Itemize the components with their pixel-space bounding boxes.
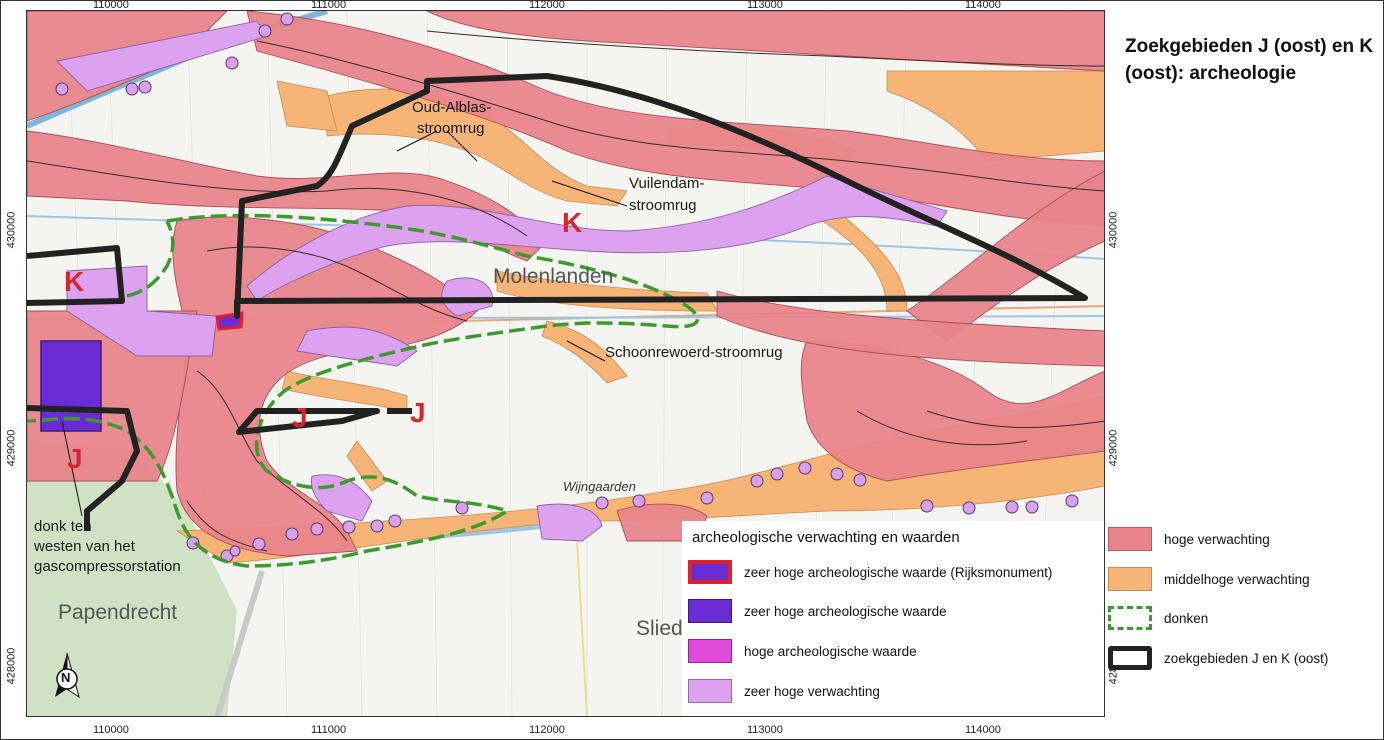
legend-swatch-hoge-verwachting [1108,527,1152,551]
x-tick-bottom: 110000 [93,724,129,736]
x-tick-bottom: 112000 [529,724,565,736]
y-tick-right: 429000 [1107,429,1120,467]
legend-label: hoge archeologische waarde [744,643,917,659]
legend-item: zeer hoge archeologische waarde [688,598,947,624]
label-donk: donk ten [34,518,92,535]
x-tick-bottom: 114000 [965,724,1001,736]
zone-letter-j: J [67,443,83,474]
legend-label: zeer hoge archeologische waarde (Rijksmo… [744,564,1053,580]
legend-left-title: archeologische verwachting en waarden [692,529,960,546]
map-canvas[interactable]: Oud-Alblas- stroomrug Vuilendam- stroomr… [27,11,1105,717]
legend-label: zeer hoge verwachting [744,683,880,699]
legend-item: middelhoge verwachting [1108,566,1310,592]
monument-area [40,340,102,432]
legend-swatch-zeer-hoge-verwachting [688,679,732,703]
x-tick-bottom: 111000 [311,724,347,736]
label-schoonrewoerd: Schoonrewoerd-stroomrug [605,344,783,361]
legend-label: zoekgebieden J en K (oost) [1164,650,1329,666]
legend-item: zeer hoge verwachting [688,678,880,704]
legend-swatch-middelhoge-verwachting [1108,567,1152,591]
legend-item: hoge verwachting [1108,526,1270,552]
y-tick-left: 430000 [5,211,18,249]
legend-label: middelhoge verwachting [1164,571,1310,587]
legend-swatch-rijksmonument [688,560,732,584]
legend-swatch-zoekgebieden [1108,646,1152,670]
legend-swatch-hoge-waarde [688,639,732,663]
x-tick-bottom: 113000 [747,724,783,736]
legend-item: zeer hoge archeologische waarde (Rijksmo… [688,559,1052,585]
zone-letter-k: K [562,207,583,238]
x-tick-top: 113000 [747,0,783,11]
legend-left-box: archeologische verwachting en waarden ze… [682,521,1105,717]
north-arrow-label: N [61,670,71,685]
place-wijngaarden: Wijngaarden [563,479,636,494]
legend-label: hoge verwachting [1164,531,1270,547]
legend-item: zoekgebieden J en K (oost) [1108,645,1328,671]
legend-swatch-donken [1108,606,1152,630]
legend-item: donken [1108,605,1208,631]
x-tick-top: 112000 [529,0,565,11]
label-vuilendam: Vuilendam- [629,175,705,192]
label-oud-alblas: stroomrug [417,120,485,137]
y-tick-right: 430000 [1107,211,1120,249]
x-tick-top: 110000 [93,0,129,11]
place-papendrecht: Papendrecht [58,601,178,624]
label-oud-alblas: Oud-Alblas- [412,99,492,116]
label-vuilendam: stroomrug [629,197,697,214]
y-tick-left: 428000 [5,647,18,685]
legend-label: zeer hoge archeologische waarde [744,603,947,619]
map-title: Zoekgebieden J (oost) en K (oost): arche… [1125,36,1374,84]
legend-item: hoge archeologische waarde [688,638,917,664]
label-donk: westen van het [34,538,135,555]
x-tick-top: 111000 [311,0,347,11]
zone-letter-j: J [410,397,426,428]
place-molenlanden: Molenlanden [493,265,614,288]
zone-letter-k: K [64,266,85,297]
zone-letter-j: J [292,402,308,433]
map-drawing [27,11,1105,717]
legend-swatch-zeer-hoge-waarde [688,599,732,623]
y-tick-left: 429000 [5,429,18,467]
north-arrow-icon [55,652,80,699]
legend-label: donken [1164,610,1209,626]
label-donk: gascompressorstation [34,558,181,575]
x-tick-top: 114000 [965,0,1001,11]
